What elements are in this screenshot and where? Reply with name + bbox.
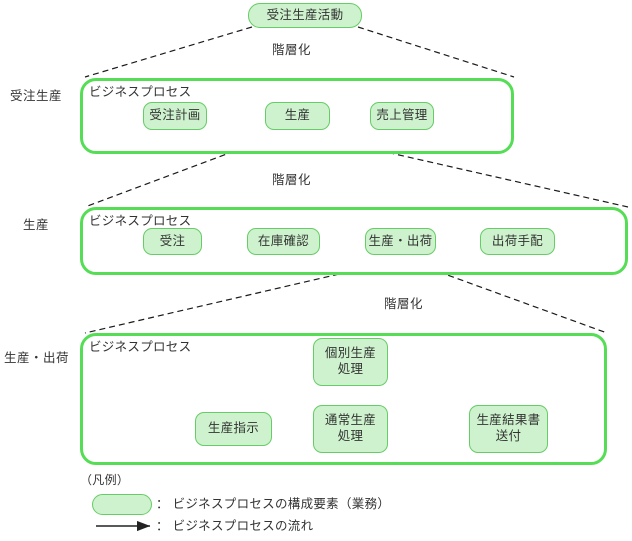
container-caption-level-2: ビジネスプロセス: [89, 214, 192, 228]
legend-text-process-flow: ： ビジネスプロセスの流れ: [156, 519, 314, 533]
dashed-link-1-right: [357, 26, 515, 78]
node-seisan-shukka[interactable]: 生産・出荷: [365, 228, 436, 255]
node-uriage-kanri[interactable]: 売上管理: [370, 102, 434, 130]
dashed-link-1-left: [84, 26, 253, 78]
node-jyuchu-seisan-katsudo[interactable]: 受注生産活動: [248, 3, 362, 28]
legend-swatch-process-element-icon: [92, 494, 152, 515]
dashed-link-3-right: [419, 264, 608, 334]
node-tsujo-seisan-shori-line2: 処理: [337, 429, 364, 443]
row-label-seisan-shukka: 生産・出荷: [4, 351, 70, 365]
row-label-seisan: 生産: [23, 218, 50, 232]
node-seisan-kekkasho-soufu-line2: 送付: [495, 429, 522, 443]
node-kobetsu-seisan-shori-line1: 個別生産: [324, 346, 377, 361]
hierarchy-label-1: 階層化: [272, 43, 312, 57]
node-seisan-level-1[interactable]: 生産: [265, 102, 330, 130]
container-caption-level-1: ビジネスプロセス: [89, 85, 192, 99]
node-tsujo-seisan-shori[interactable]: 通常生産 処理: [313, 405, 388, 453]
node-shukka-tehai[interactable]: 出荷手配: [480, 228, 555, 255]
node-kobetsu-seisan-shori-line2: 処理: [337, 362, 364, 376]
node-seisan-shiji[interactable]: 生産指示: [195, 412, 272, 446]
legend-text-process-element: ： ビジネスプロセスの構成要素（業務）: [156, 497, 391, 511]
node-zaiko-kakunin[interactable]: 在庫確認: [247, 228, 320, 255]
legend-title: （凡例）: [80, 473, 130, 487]
row-label-jyuchu-seisan: 受注生産: [10, 89, 63, 103]
node-tsujo-seisan-shori-line1: 通常生産: [324, 413, 377, 428]
hierarchy-dashed-links: [84, 26, 629, 334]
dashed-link-3-left: [84, 264, 379, 334]
node-jyuchu-keikaku[interactable]: 受注計画: [143, 102, 207, 130]
container-caption-level-3: ビジネスプロセス: [89, 340, 192, 354]
node-seisan-kekkasho-soufu[interactable]: 生産結果書 送付: [469, 405, 548, 453]
hierarchy-label-3: 階層化: [384, 297, 424, 311]
node-seisan-kekkasho-soufu-line1: 生産結果書: [476, 413, 541, 428]
node-kobetsu-seisan-shori[interactable]: 個別生産 処理: [313, 338, 388, 386]
hierarchy-label-2: 階層化: [272, 173, 312, 187]
node-jyuchu[interactable]: 受注: [143, 228, 202, 255]
